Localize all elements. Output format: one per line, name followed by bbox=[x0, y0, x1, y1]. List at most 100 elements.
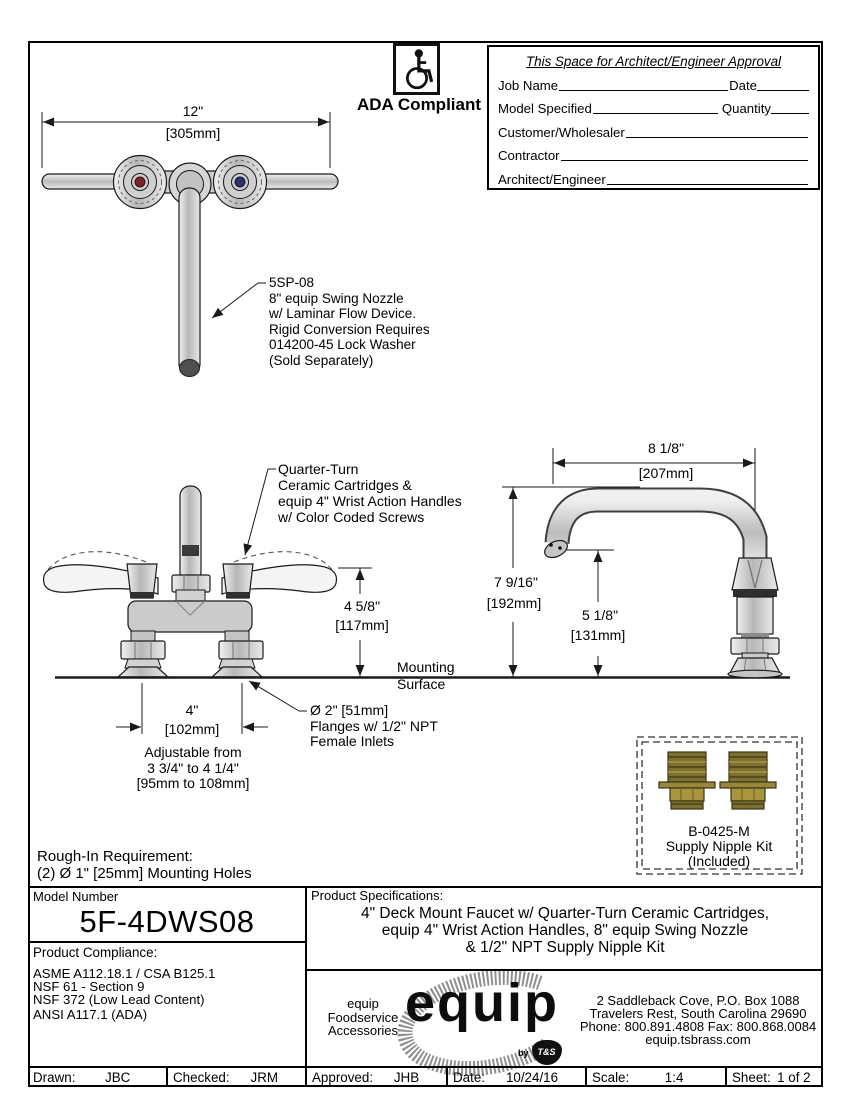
approval-row-architect: Architect/Engineer bbox=[498, 163, 809, 187]
specs-brand-divider bbox=[305, 969, 823, 971]
surface-word: Surface bbox=[397, 676, 446, 692]
footer-cell-sheet: Sheet: 1 of 2 bbox=[727, 1068, 823, 1087]
compliance-item: NSF 372 (Low Lead Content) bbox=[33, 992, 205, 1007]
nozzle-note-line: 5SP-08 bbox=[269, 275, 315, 290]
spec-line: 4" Deck Mount Faucet w/ Quarter-Turn Cer… bbox=[360, 905, 770, 922]
page-border bbox=[28, 41, 823, 1087]
footer-cell-approved: Approved: JHB bbox=[307, 1068, 448, 1087]
compliance-item: NSF 61 - Section 9 bbox=[33, 979, 145, 994]
checked-label: Checked: bbox=[173, 1070, 230, 1085]
dim-5-1-8-label: 5 1/8" bbox=[581, 607, 619, 623]
approval-title: This Space for Architect/Engineer Approv… bbox=[525, 54, 782, 69]
dim-207mm-label: [207mm] bbox=[638, 465, 694, 481]
cartridge-note-line: Ceramic Cartridges & bbox=[278, 477, 412, 493]
nozzle-note-line: w/ Laminar Flow Device. bbox=[269, 306, 417, 321]
address-line: Travelers Rest, South Carolina 29690 bbox=[589, 1006, 807, 1021]
nipple-kit-included: (Included) bbox=[687, 853, 751, 869]
product-specifications-text: 4" Deck Mount Faucet w/ Quarter-Turn Cer… bbox=[361, 905, 769, 956]
top-view-drawing bbox=[41, 112, 339, 377]
architect-blank bbox=[606, 174, 808, 185]
scale-value: 1:4 bbox=[664, 1070, 684, 1085]
approval-row-customer: Customer/Wholesaler bbox=[498, 116, 809, 140]
model-number-value: 5F-4DWS08 bbox=[79, 904, 255, 939]
brand-tagline-line: equip bbox=[347, 996, 379, 1011]
side-view-drawing bbox=[502, 448, 783, 679]
dim-12in-label: 12" bbox=[182, 103, 204, 119]
website-url: equip.tsbrass.com bbox=[645, 1032, 751, 1047]
job-name-label: Job Name bbox=[498, 77, 559, 93]
mounting-surface-label: Mounting Surface bbox=[397, 659, 455, 693]
approval-row-model-specified: Model Specified Quantity bbox=[498, 93, 809, 117]
nozzle-note-line: Rigid Conversion Requires bbox=[269, 321, 430, 337]
flange-note: Ø 2" [51mm] Flanges w/ 1/2" NPT Female I… bbox=[310, 702, 438, 750]
spec-line: & 1/2" NPT Supply Nipple Kit bbox=[465, 939, 665, 956]
dim-102mm-label: [102mm] bbox=[164, 721, 220, 737]
brand-tagline-line: Foodservice bbox=[327, 1009, 399, 1025]
cartridge-note-line: equip 4" Wrist Action Handles bbox=[278, 493, 462, 509]
approval-box: This Space for Architect/Engineer Approv… bbox=[487, 45, 820, 190]
rough-in-line2: (2) Ø 1" [25mm] Mounting Holes bbox=[37, 864, 252, 882]
address-line: Phone: 800.891.4808 Fax: 800.868.0084 bbox=[579, 1019, 817, 1034]
drawing-footer-row: Drawn: JBC Checked: JRM Approved: JHB Da… bbox=[28, 1068, 823, 1087]
front-view-drawing bbox=[42, 468, 790, 734]
supply-nipple-right bbox=[719, 751, 777, 810]
drawn-value: JBC bbox=[105, 1070, 131, 1085]
product-compliance-header: Product Compliance: bbox=[33, 945, 158, 960]
job-name-blank bbox=[559, 80, 729, 91]
date-field-value: 10/24/16 bbox=[505, 1070, 559, 1085]
footer-top-line bbox=[28, 1066, 823, 1068]
model-specified-blank bbox=[592, 103, 718, 115]
scale-label: Scale: bbox=[592, 1070, 630, 1085]
sheet-label: Sheet: bbox=[732, 1070, 771, 1085]
dim-192mm-label: [192mm] bbox=[486, 595, 542, 611]
approved-value: JHB bbox=[393, 1070, 420, 1085]
quantity-label: Quantity bbox=[721, 101, 771, 117]
footer-cell-checked: Checked: JRM bbox=[168, 1068, 307, 1087]
ts-brass-badge: T&S bbox=[531, 1040, 562, 1065]
approval-row-contractor: Contractor bbox=[498, 140, 809, 164]
date-field-label: Date: bbox=[453, 1070, 486, 1085]
mounting-word: Mounting bbox=[397, 659, 455, 675]
adjustable-note-line: Adjustable from bbox=[144, 744, 242, 760]
hot-index-screw bbox=[131, 173, 149, 191]
customer-blank bbox=[625, 127, 808, 138]
checked-value: JRM bbox=[250, 1070, 279, 1085]
footer-cell-scale: Scale: 1:4 bbox=[587, 1068, 727, 1087]
footer-cell-drawn: Drawn: JBC bbox=[28, 1068, 168, 1087]
dim-117mm-label: [117mm] bbox=[335, 617, 389, 633]
compliance-item: ANSI A117.1 (ADA) bbox=[33, 1007, 148, 1022]
architect-label: Architect/Engineer bbox=[498, 171, 606, 187]
rough-in-note: Rough-In Requirement: (2) Ø 1" [25mm] Mo… bbox=[37, 848, 252, 882]
dim-8-1-8-label: 8 1/8" bbox=[647, 440, 685, 456]
product-specifications-header: Product Specifications: bbox=[311, 888, 444, 903]
cartridge-note: Quarter-Turn Ceramic Cartridges & equip … bbox=[278, 461, 462, 525]
brand-tagline-line: Accessories bbox=[327, 1023, 399, 1038]
cartridge-note-line: Quarter-Turn bbox=[278, 461, 359, 477]
nipple-kit-name: Supply Nipple Kit bbox=[665, 838, 773, 854]
spec-line: equip 4" Wrist Action Handles, 8" equip … bbox=[381, 922, 749, 939]
adjustable-note: Adjustable from 3 3/4" to 4 1/4" [95mm t… bbox=[136, 744, 250, 792]
adjustable-note-line: [95mm to 108mm] bbox=[136, 775, 250, 791]
nipple-kit-model: B-0425-M bbox=[688, 823, 750, 839]
date-label: Date bbox=[729, 77, 757, 93]
date-blank bbox=[757, 80, 809, 91]
adjustable-note-line: 3 3/4" to 4 1/4" bbox=[147, 759, 239, 776]
dim-7-9-16-label: 7 9/16" bbox=[494, 574, 538, 590]
flange-note-line: Female Inlets bbox=[310, 733, 395, 749]
equip-logo-wordmark: equip bbox=[405, 973, 559, 1033]
contractor-label: Contractor bbox=[498, 148, 560, 164]
logo-by-text: by bbox=[518, 1047, 529, 1058]
drawn-label: Drawn: bbox=[33, 1070, 76, 1085]
sheet-value: 1 of 2 bbox=[777, 1070, 811, 1085]
nozzle-note-line: 014200-45 Lock Washer bbox=[269, 337, 416, 352]
nozzle-note: 5SP-08 8" equip Swing Nozzle w/ Laminar … bbox=[269, 275, 430, 368]
address-line: 2 Saddleback Cove, P.O. Box 1088 bbox=[596, 993, 800, 1008]
nozzle-note-line: 8" equip Swing Nozzle bbox=[269, 290, 404, 306]
dim-305mm-label: [305mm] bbox=[165, 125, 221, 141]
contractor-blank bbox=[560, 150, 808, 162]
dim-131mm-label: [131mm] bbox=[570, 627, 626, 643]
cartridge-note-line: w/ Color Coded Screws bbox=[278, 509, 425, 525]
dim-4-5-8-label: 4 5/8" bbox=[343, 598, 381, 614]
